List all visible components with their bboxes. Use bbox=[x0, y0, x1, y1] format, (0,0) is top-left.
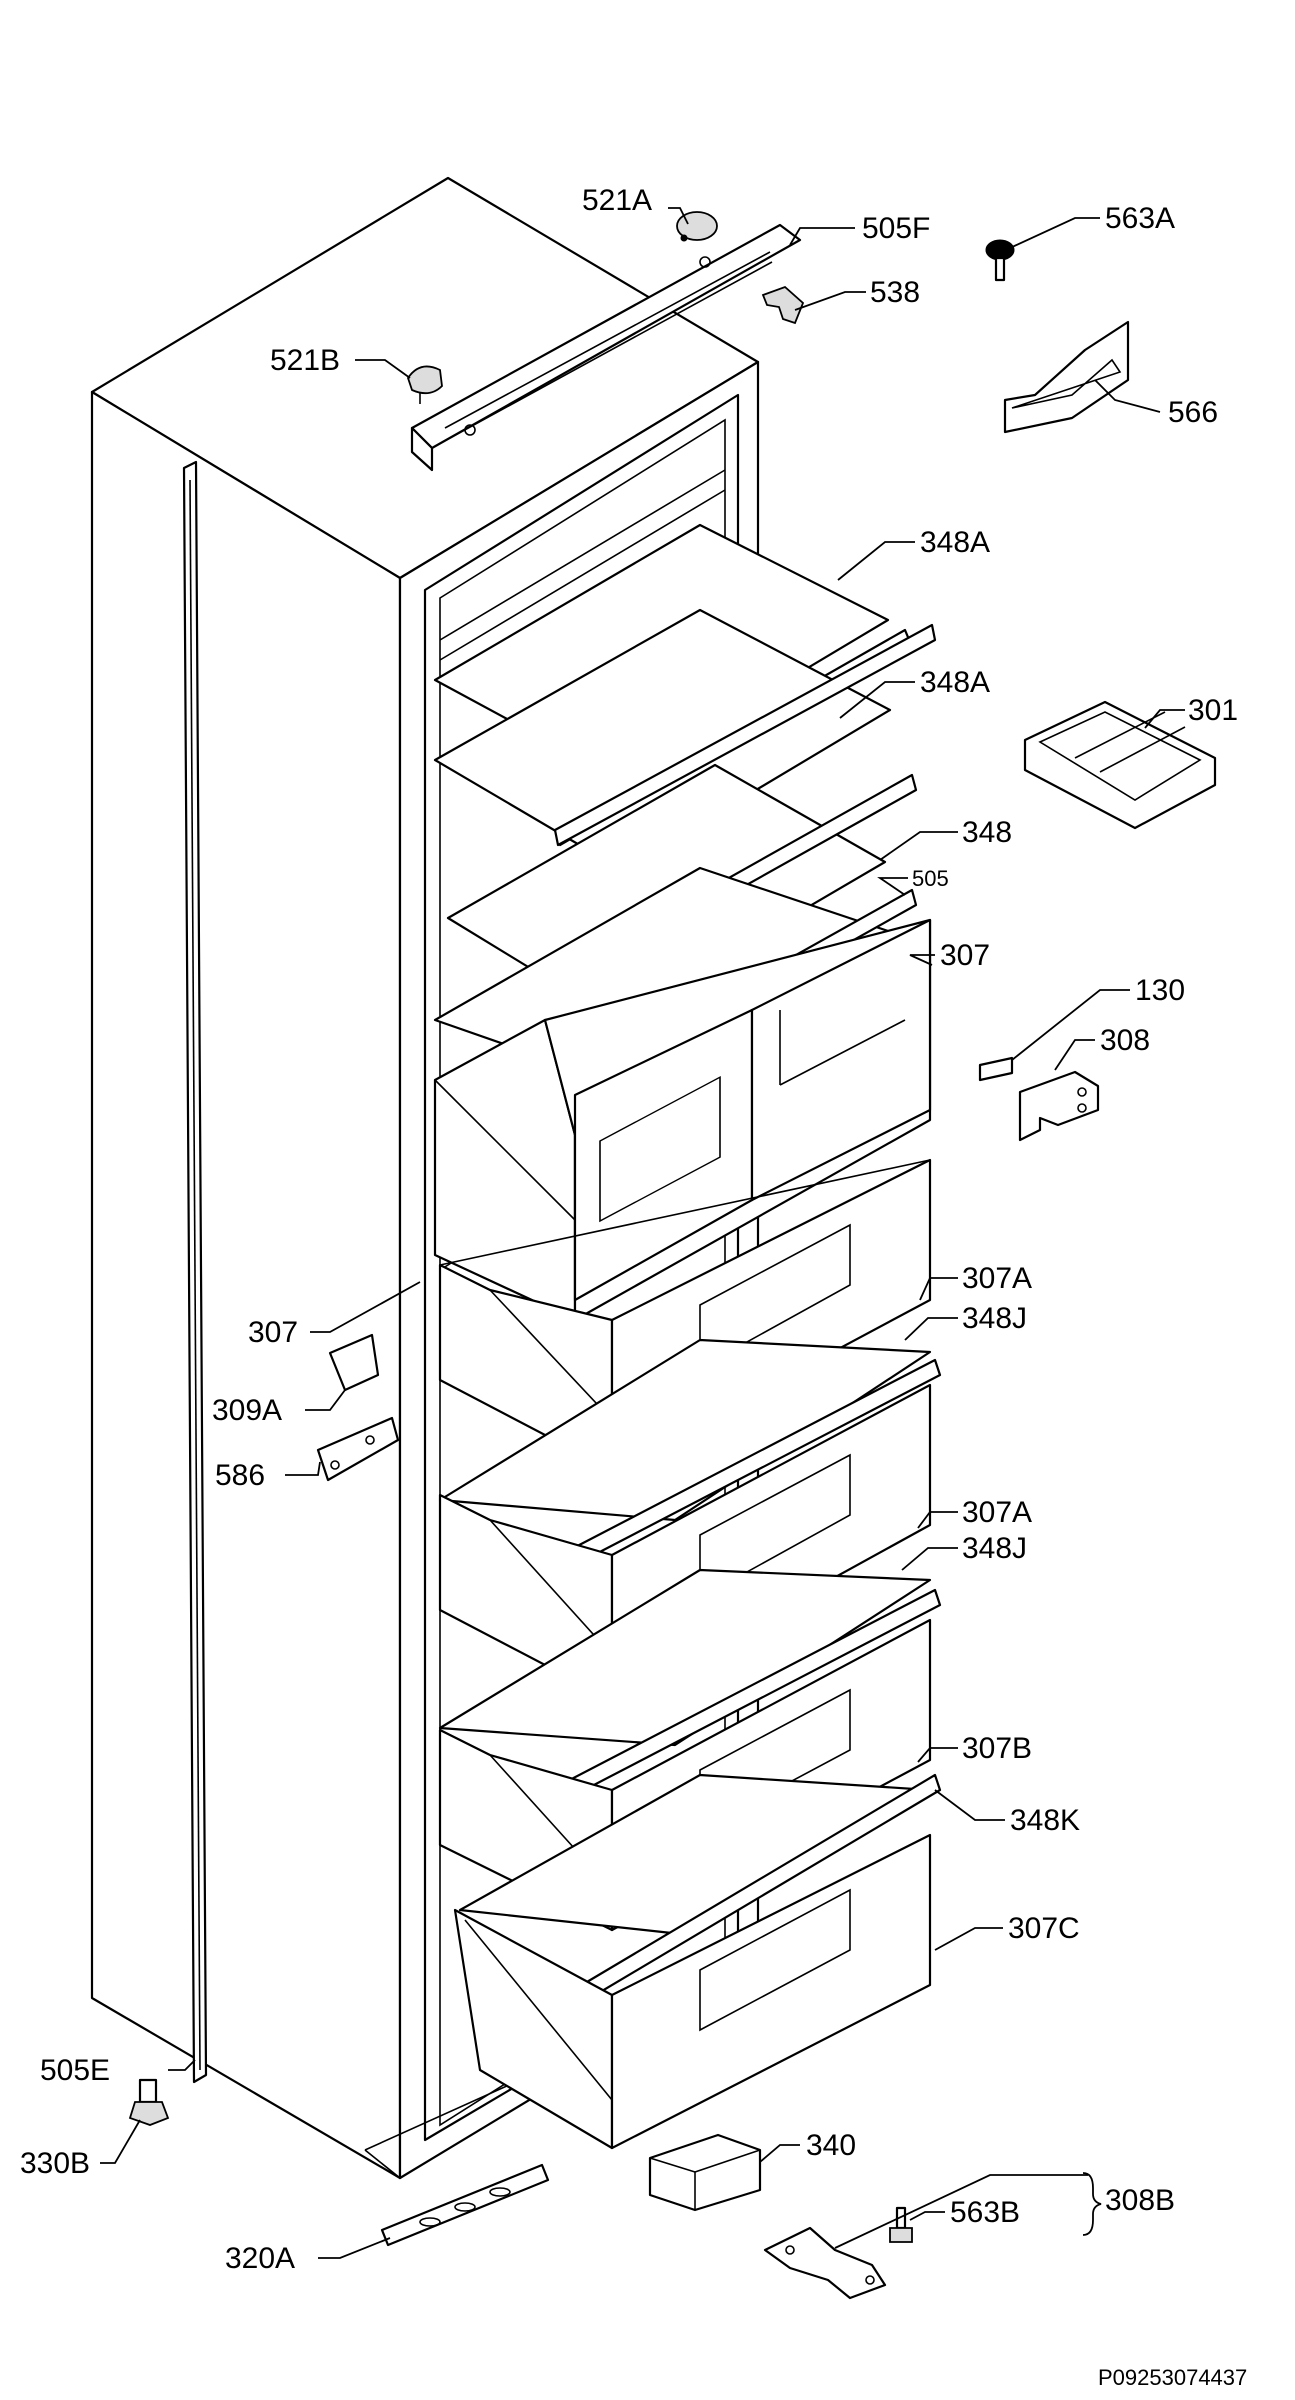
part-labels: 521A 505F 563A 538 521B 566 348A 348A 30… bbox=[20, 184, 1247, 2390]
glass-shelf-348j-upper bbox=[438, 1338, 942, 1572]
label-505e: 505E bbox=[40, 2054, 110, 2087]
ice-tray-301 bbox=[1023, 700, 1217, 830]
hinge-cover-130 bbox=[978, 1056, 1014, 1082]
top-hinge-rail-505f bbox=[410, 223, 802, 472]
screw-563b bbox=[889, 2206, 913, 2243]
label-307b: 307B bbox=[962, 1732, 1032, 1765]
label-521b: 521B bbox=[270, 344, 340, 377]
scraper-566 bbox=[1003, 320, 1130, 434]
hinge-308 bbox=[1018, 1070, 1100, 1142]
label-505f: 505F bbox=[862, 212, 930, 245]
hinge-308b bbox=[763, 2226, 887, 2300]
label-340: 340 bbox=[806, 2129, 856, 2162]
label-348a-top: 348A bbox=[920, 526, 990, 559]
label-309a: 309A bbox=[212, 1394, 282, 1427]
label-505: 505 bbox=[912, 866, 949, 891]
label-320a: 320A bbox=[225, 2242, 295, 2275]
label-563b: 563B bbox=[950, 2196, 1020, 2229]
label-348a-middle: 348A bbox=[920, 666, 990, 699]
bracket-538 bbox=[761, 285, 805, 325]
label-307-top: 307 bbox=[940, 939, 990, 972]
hinge-rail-320a bbox=[380, 2163, 550, 2247]
drawing-code: P09253074437 bbox=[1098, 2365, 1247, 2390]
label-308b: 308B bbox=[1105, 2184, 1175, 2217]
label-307a-upper: 307A bbox=[962, 1262, 1032, 1295]
drawer-307c bbox=[453, 1833, 932, 2150]
label-586: 586 bbox=[215, 1459, 265, 1492]
cap-521b bbox=[407, 365, 443, 404]
label-307c: 307C bbox=[1008, 1912, 1080, 1945]
label-521a: 521A bbox=[582, 184, 652, 217]
label-348: 348 bbox=[962, 816, 1012, 849]
glass-shelf-348j-lower bbox=[438, 1568, 942, 1802]
label-308: 308 bbox=[1100, 1024, 1150, 1057]
hinge-piece-309a bbox=[328, 1333, 380, 1392]
glass-shelf-348a-middle bbox=[433, 608, 937, 872]
label-301: 301 bbox=[1188, 694, 1238, 727]
label-348k: 348K bbox=[1010, 1804, 1080, 1837]
label-563a: 563A bbox=[1105, 202, 1175, 235]
leader-lines bbox=[100, 207, 1185, 2259]
label-330b: 330B bbox=[20, 2147, 90, 2180]
drawer-307 bbox=[433, 918, 932, 1322]
label-566: 566 bbox=[1168, 396, 1218, 429]
screw-563a bbox=[985, 239, 1015, 282]
cap-521a bbox=[676, 211, 718, 242]
block-340 bbox=[648, 2133, 762, 2212]
bracket-586 bbox=[316, 1416, 400, 1482]
label-348j-upper: 348J bbox=[962, 1302, 1027, 1335]
label-130: 130 bbox=[1135, 974, 1185, 1007]
label-307a-lower: 307A bbox=[962, 1496, 1032, 1529]
label-538: 538 bbox=[870, 276, 920, 309]
foot-330b bbox=[128, 2078, 170, 2126]
label-348j-lower: 348J bbox=[962, 1532, 1027, 1565]
label-307-left: 307 bbox=[248, 1316, 298, 1349]
